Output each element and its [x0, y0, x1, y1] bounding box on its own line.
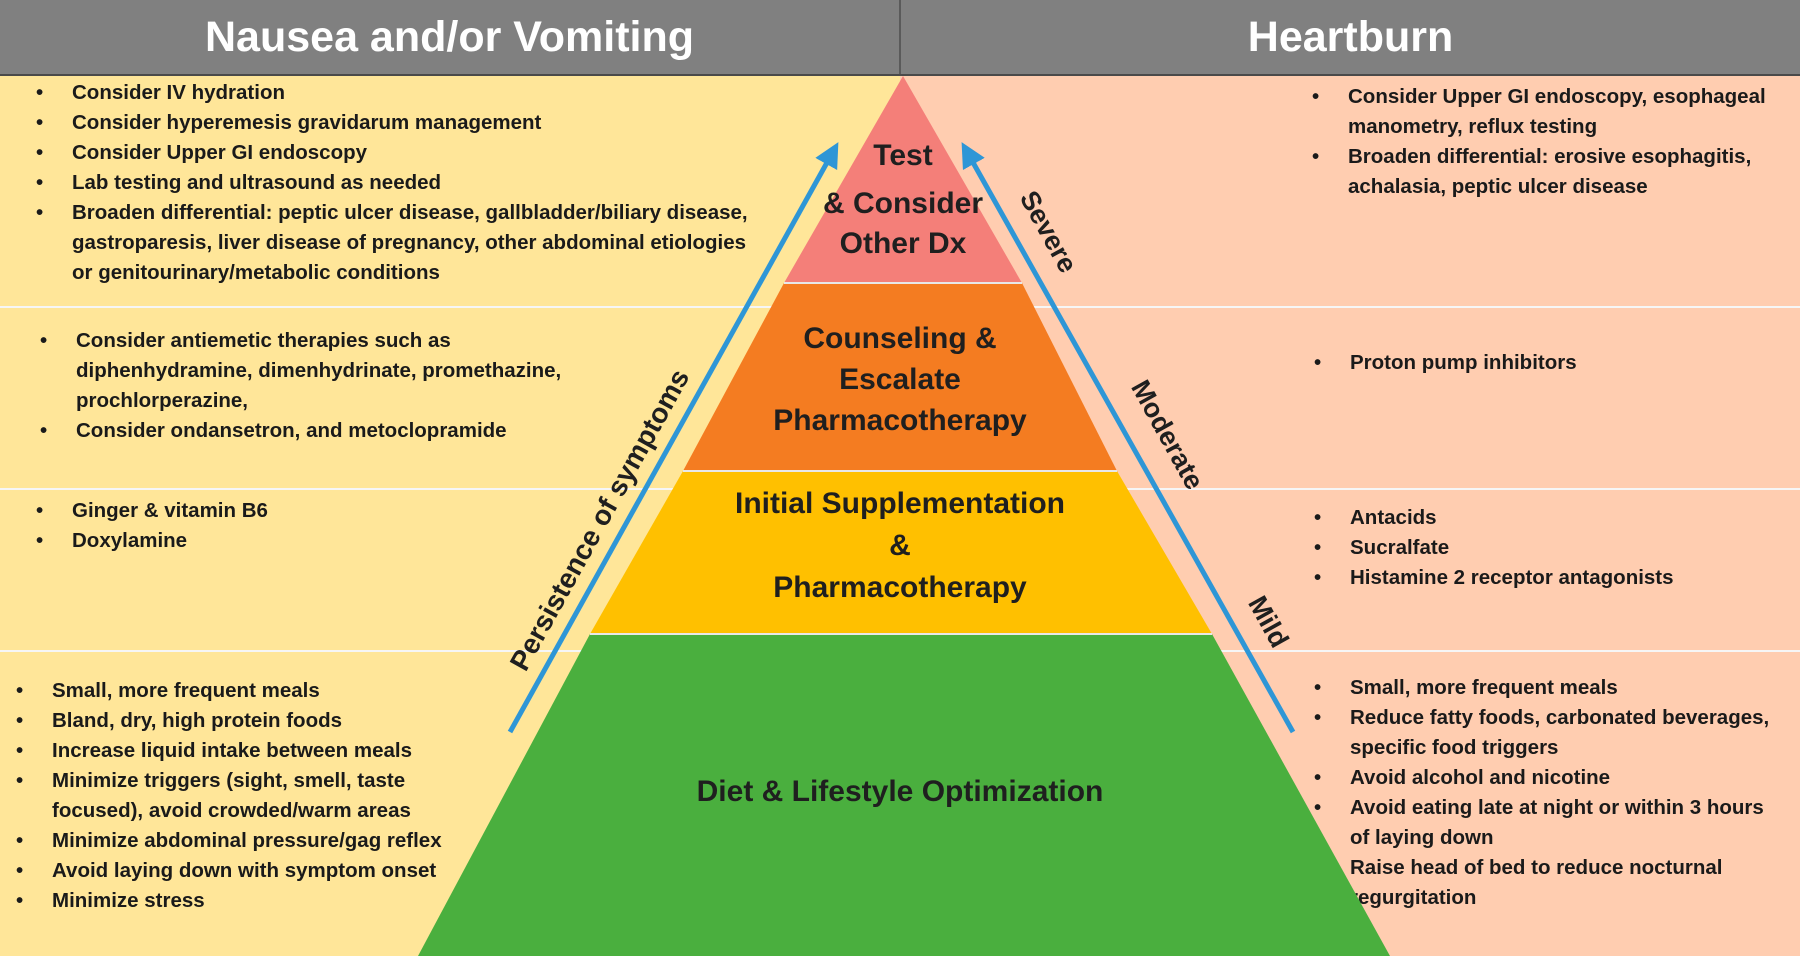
- list-item: Small, more frequent meals: [1308, 673, 1778, 703]
- header-nausea-vomiting: Nausea and/or Vomiting: [0, 0, 899, 74]
- nausea-supplementation-list: Ginger & vitamin B6 Doxylamine: [30, 496, 550, 556]
- tier-label-line: Pharmacotherapy: [773, 571, 1027, 604]
- tier-label-counseling: Counseling & Escalate Pharmacotherapy: [700, 318, 1100, 441]
- list-item: Consider antiemetic therapies such as di…: [34, 326, 614, 416]
- tier-label-line: Initial Supplementation: [734, 487, 1065, 520]
- pyramid-tier-test: [784, 76, 1022, 283]
- list-item: Antacids: [1308, 503, 1778, 533]
- list-item: Consider hyperemesis gravidarum manageme…: [30, 108, 770, 138]
- heartburn-diet-list: Small, more frequent meals Reduce fatty …: [1308, 673, 1778, 913]
- tier-label-line: Counseling &: [803, 322, 997, 355]
- list-item: Lab testing and ultrasound as needed: [30, 168, 770, 198]
- list-item: Reduce fatty foods, carbonated beverages…: [1308, 703, 1778, 763]
- list-item: Consider IV hydration: [30, 78, 770, 108]
- tier-label-supplementation: Initial Supplementation & Pharmacotherap…: [650, 483, 1150, 609]
- list-item: Doxylamine: [30, 526, 550, 556]
- list-item: Increase liquid intake between meals: [10, 736, 500, 766]
- heartburn-test-list: Consider Upper GI endoscopy, esophageal …: [1306, 82, 1776, 202]
- list-item: Ginger & vitamin B6: [30, 496, 550, 526]
- list-item: Minimize abdominal pressure/gag reflex: [10, 826, 500, 856]
- list-item: Minimize stress: [10, 886, 500, 916]
- pyramid-tier-supplementation: [590, 471, 1212, 634]
- tier-label-line: Test: [873, 139, 933, 172]
- tier-label-line: &: [889, 529, 911, 562]
- list-item: Raise head of bed to reduce nocturnal re…: [1308, 853, 1778, 913]
- list-item: Proton pump inhibitors: [1308, 348, 1768, 378]
- list-item: Small, more frequent meals: [10, 676, 500, 706]
- tier-label-test: Test & Consider Other Dx: [803, 136, 1003, 264]
- list-item: Avoid laying down with symptom onset: [10, 856, 500, 886]
- tier-label-line: Diet & Lifestyle Optimization: [696, 775, 1104, 808]
- list-item: Consider Upper GI endoscopy: [30, 138, 770, 168]
- list-item: Minimize triggers (sight, smell, taste f…: [10, 766, 500, 826]
- pyramid-tier-diet: [418, 634, 1390, 956]
- tier-label-line: & Consider: [822, 187, 984, 220]
- nausea-counseling-list: Consider antiemetic therapies such as di…: [34, 326, 614, 446]
- heartburn-counseling-list: Proton pump inhibitors: [1308, 348, 1768, 378]
- list-item: Consider Upper GI endoscopy, esophageal …: [1306, 82, 1776, 142]
- list-item: Sucralfate: [1308, 533, 1778, 563]
- persistence-arrow: [507, 142, 839, 734]
- list-item: Avoid alcohol and nicotine: [1308, 763, 1778, 793]
- tier-label-diet: Diet & Lifestyle Optimization: [600, 772, 1200, 812]
- nausea-test-list: Consider IV hydration Consider hyperemes…: [30, 78, 770, 288]
- list-item: Consider ondansetron, and metoclopramide: [34, 416, 614, 446]
- header-divider: [899, 0, 901, 74]
- header-heartburn: Heartburn: [901, 0, 1800, 74]
- list-item: Broaden differential: erosive esophagiti…: [1306, 142, 1776, 202]
- nausea-diet-list: Small, more frequent meals Bland, dry, h…: [10, 676, 500, 916]
- list-item: Histamine 2 receptor antagonists: [1308, 563, 1778, 593]
- header-underline: [0, 74, 1800, 76]
- list-item: Avoid eating late at night or within 3 h…: [1308, 793, 1778, 853]
- list-item: Broaden differential: peptic ulcer disea…: [30, 198, 770, 288]
- heartburn-supplementation-list: Antacids Sucralfate Histamine 2 receptor…: [1308, 503, 1778, 593]
- tier-label-line: Escalate: [839, 363, 961, 396]
- list-item: Bland, dry, high protein foods: [10, 706, 500, 736]
- severity-arrow: [961, 142, 1296, 734]
- pyramid-tier-counseling: [683, 283, 1117, 471]
- tier-label-line: Pharmacotherapy: [773, 404, 1027, 437]
- tier-label-line: Other Dx: [839, 227, 967, 260]
